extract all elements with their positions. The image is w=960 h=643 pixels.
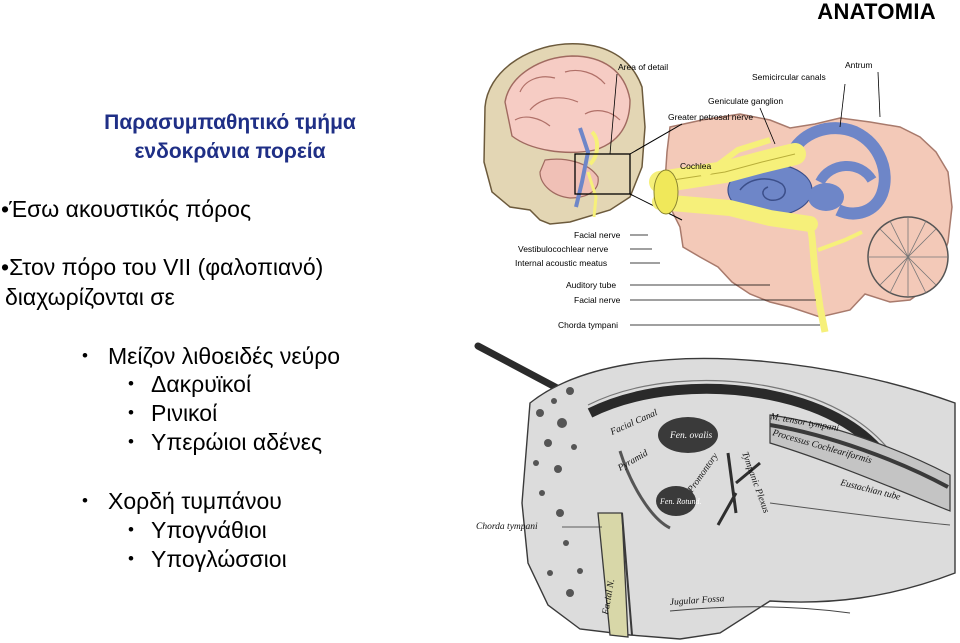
label-fenestra-ovalis: Fen. ovalis [669, 431, 713, 441]
bullet-point-2: •Στον πόρο του VII (φαλοπιανό) [1, 254, 324, 280]
tensor-tympani-shape [769, 414, 951, 512]
label-internal-acoustic-meatus: Internal acoustic meatus [515, 258, 607, 268]
sub-sub-item-lacrimal: Δακρυϊκοί [151, 371, 252, 397]
header-title: ΑΝΑΤΟΜΙΑ [817, 0, 936, 24]
bullet-point-1-text: Έσω ακουστικός πόρος [9, 196, 252, 222]
facial-nerve [652, 194, 818, 232]
bullet-point-2-continuation: διαχωρίζονται σε [5, 284, 175, 310]
label-auditory-tube: Auditory tube [566, 280, 616, 290]
label-area-of-detail: Area of detail [618, 62, 668, 72]
chorda-tympani-nerve [817, 230, 863, 252]
label-geniculate-ganglion: Geniculate ganglion [708, 96, 783, 106]
greater-petrosal-nerve [700, 137, 771, 180]
brain-cerebrum [504, 55, 631, 153]
sub-sub-item-nasal: Ρινικοί [151, 400, 218, 426]
label-jugular-fossa: Jugular Fossa [670, 594, 725, 608]
sub-bullet-marker: • [128, 520, 134, 539]
facial-nerve-descending [806, 223, 829, 333]
fenestra-ovalis-shape [658, 417, 718, 453]
label-antrum: Antrum [845, 60, 872, 70]
sub-item-greater-petrosal: Μείζον λιθοειδές νεύρο [108, 343, 341, 369]
ear-anatomy-diagram: Area of detail Antrum Semicircular canal… [483, 43, 953, 333]
tympanic-cavity-engraving: Facial Canal Pyramid Fen. ovalis Promont… [476, 357, 956, 640]
label-facial-nerve: Facial nerve [574, 230, 621, 240]
bullet-point-1: •Έσω ακουστικός πόρος [1, 196, 252, 222]
label-facial-nerve-2: Facial nerve [574, 295, 621, 305]
slide-header: ΑΝΑΤΟΜΙΑ [0, 0, 960, 30]
facial-canal-shape [587, 383, 895, 468]
facial-nerve-trunk [597, 512, 629, 638]
label-cochlea: Cochlea [680, 161, 711, 171]
sub-bullet-marker: • [128, 549, 134, 568]
bullet-point-2-text: Στον πόρο του VII (φαλοπιανό) [9, 254, 324, 280]
sub-bullet-marker: • [128, 403, 134, 422]
sub-bullet-marker: • [82, 346, 88, 365]
label-fenestra-rotunda: Fen. Rotund. [659, 497, 702, 506]
semicircular-canal [784, 122, 891, 220]
slide-title-line-2: ενδοκράνια πορεία [134, 140, 326, 163]
area-of-detail-box [574, 153, 631, 195]
sub-item-chorda-tympani: Χορδή τυμπάνου [108, 488, 282, 514]
sub-bullet-marker: • [128, 432, 134, 451]
tympanic-plexus-lines [716, 452, 761, 526]
label-vestibulocochlear-nerve: Vestibulocochlear nerve [518, 244, 609, 254]
sub-sub-item-submandibular: Υπογνάθιοι [151, 517, 267, 543]
sub-bullet-marker: • [82, 491, 88, 510]
sub-bullet-marker: • [128, 374, 134, 393]
label-semicircular-canals: Semicircular canals [752, 72, 826, 82]
slide-title-line-1: Παρασυμπαθητικό τμήμα [104, 111, 356, 134]
sub-sub-item-sublingual: Υπογλώσσιοι [151, 546, 287, 572]
slide-title: Παρασυμπαθητικό τμήμα ενδοκράνια πορεία [40, 108, 420, 166]
label-greater-petrosal-nerve: Greater petrosal nerve [668, 112, 753, 122]
fenestra-rotunda-shape [656, 486, 696, 516]
label-chorda-tympani: Chorda tympani [476, 522, 538, 532]
sub-sub-item-palatine: Υπερώιοι αδένες [151, 429, 323, 455]
label-chorda-tympani: Chorda tympani [558, 320, 618, 330]
